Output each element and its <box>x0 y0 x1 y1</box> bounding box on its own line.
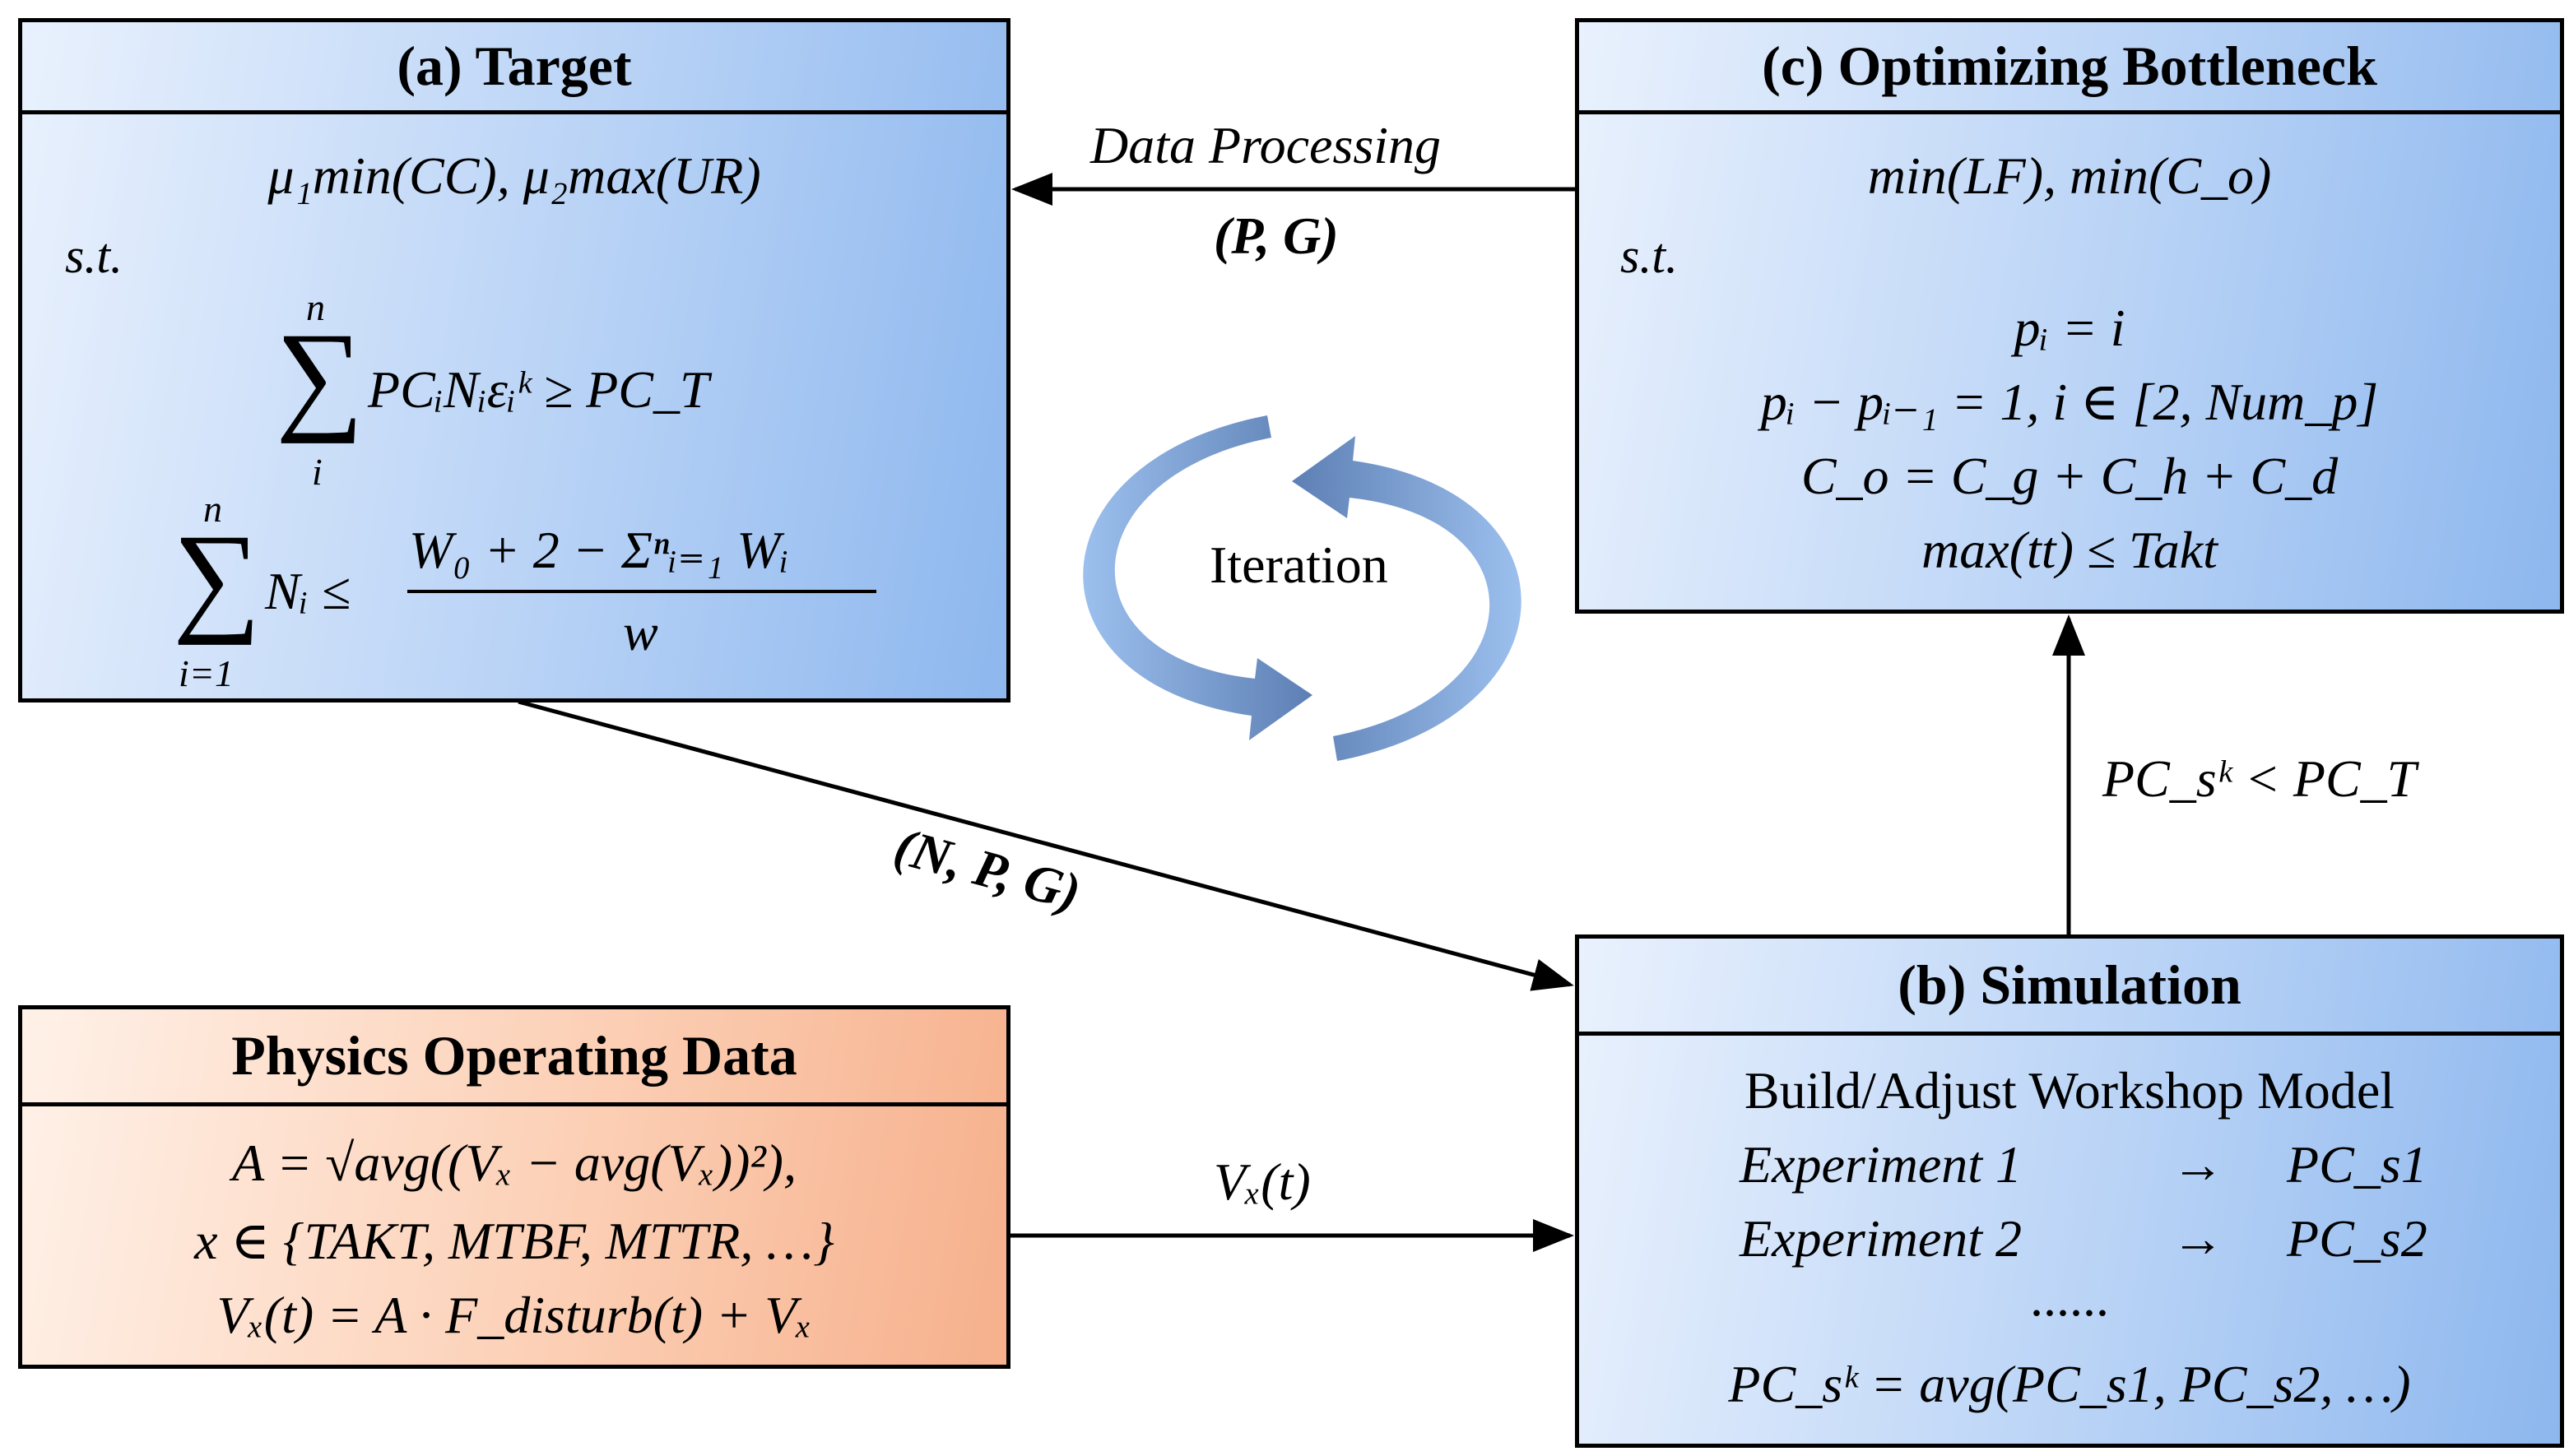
simulation-dots: ...... <box>2030 1268 2109 1327</box>
optimizing-c3: C_o = C_g + C_h + C_d <box>1800 447 2339 505</box>
simulation-exp1-output: PC_s1 <box>2287 1135 2427 1194</box>
optimizing-c4: max(tt) ≤ Takt <box>1921 521 2218 579</box>
target-c2-lower: i=1 <box>179 652 234 694</box>
optimizing-c1: pᵢ = i <box>2014 299 2125 357</box>
physics-line-1: A = √avg((Vₓ − avg(Vₓ))²), <box>232 1134 797 1192</box>
simulation-exp1-label: Experiment 1 <box>1740 1135 2022 1194</box>
target-c2-fraction-bar <box>407 590 876 593</box>
target-title: (a) Target <box>22 22 1006 114</box>
physics-line-2: x ∈ {TAKT, MTBF, MTTR, …} <box>194 1212 834 1270</box>
physics-line-3: Vₓ(t) = A · F_disturb(t) + Vₓ <box>216 1286 812 1344</box>
simulation-exp2-arrow: → <box>2172 1209 2224 1268</box>
optimizing-title: (c) Optimizing Bottleneck <box>1579 22 2560 114</box>
optimizing-c2: pᵢ − pᵢ₋₁ = 1, i ∈ [2, Num_p] <box>1760 373 2379 431</box>
arrow-a-to-b <box>518 699 1574 991</box>
optimizing-st-label: s.t. <box>1620 229 1679 283</box>
simulation-exp1-arrow: → <box>2172 1135 2224 1194</box>
optimizing-box: (c) Optimizing Bottleneck min(LF), min(C… <box>1575 18 2564 614</box>
target-c1-lower: i <box>312 451 323 493</box>
simulation-title: (b) Simulation <box>1579 939 2560 1036</box>
simulation-exp2-label: Experiment 2 <box>1740 1209 2022 1268</box>
target-c1-body: PCᵢNᵢεᵢᵏ ≥ PC_T <box>368 360 709 419</box>
target-c2-sum-symbol: ∑ <box>173 509 261 646</box>
target-objective: μ₁min(CC), μ₂max(UR) <box>267 146 761 205</box>
target-c2-body: Nᵢ ≤ <box>265 562 351 620</box>
target-c2-numerator: W₀ + 2 − Σⁿᵢ₌₁ Wᵢ <box>409 521 789 579</box>
physics-title: Physics Operating Data <box>22 1009 1006 1106</box>
simulation-average: PC_sᵏ = avg(PC_s1, PC_s2, …) <box>1728 1355 2411 1413</box>
label-vx: Vₓ(t) <box>1214 1152 1311 1211</box>
target-c1-upper: n <box>306 286 325 328</box>
target-st-label: s.t. <box>65 229 123 283</box>
physics-box: Physics Operating Data A = √avg((Vₓ − av… <box>18 1005 1010 1369</box>
optimizing-objective: min(LF), min(C_o) <box>1867 146 2272 205</box>
simulation-box: (b) Simulation Build/Adjust Workshop Mod… <box>1575 934 2564 1448</box>
target-c2-denominator: w <box>623 603 658 661</box>
target-c1-sum-symbol: ∑ <box>276 308 364 444</box>
target-c2-upper: n <box>203 488 222 530</box>
label-pcs-condition: PC_sᵏ < PC_T <box>2102 749 2417 808</box>
simulation-line-1: Build/Adjust Workshop Model <box>1744 1061 2395 1120</box>
label-iteration: Iteration <box>1210 536 1388 594</box>
iteration-cycle-icon <box>1083 415 1521 761</box>
label-pg: (P, G) <box>1214 206 1339 265</box>
target-box: (a) Target μ₁min(CC), μ₂max(UR) s.t. n ∑… <box>18 18 1010 702</box>
label-data-processing: Data Processing <box>1090 116 1442 174</box>
simulation-exp2-output: PC_s2 <box>2287 1209 2427 1268</box>
